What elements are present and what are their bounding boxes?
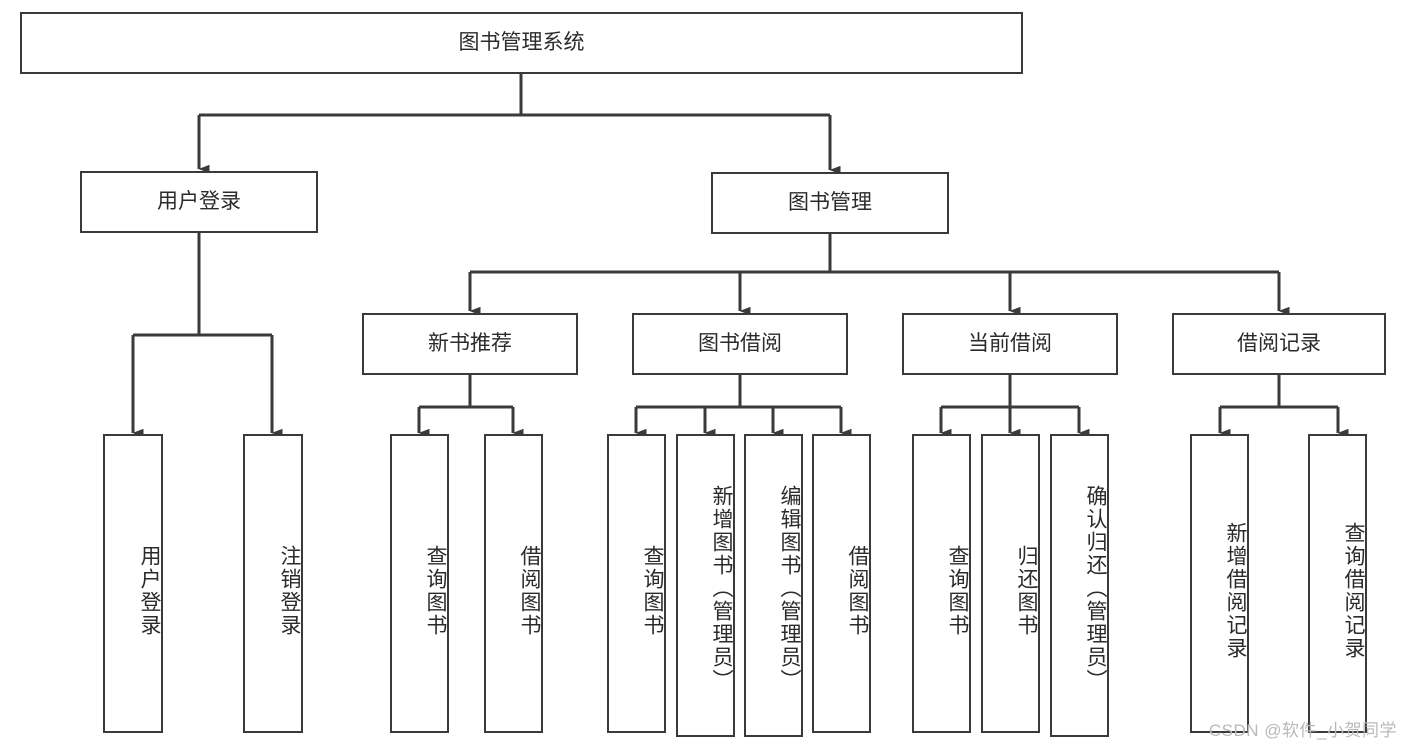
csdn-watermark: CSDN @软件_小贺同学 (1208, 721, 1397, 740)
node-label: 查询借阅记录 (1342, 521, 1365, 660)
node-label: 借阅图书 (846, 544, 869, 637)
leaf-query-books-borrowing[interactable]: 查询图书 (607, 434, 666, 733)
node-label: 编辑图书（管理员） (778, 485, 801, 692)
node-label: 查询图书 (424, 544, 447, 637)
node-current-borrowing[interactable]: 当前借阅 (902, 313, 1118, 375)
leaf-return-books[interactable]: 归还图书 (981, 434, 1040, 733)
node-label: 查询图书 (946, 544, 969, 637)
node-label: 查询图书 (641, 544, 664, 637)
leaf-query-books-current[interactable]: 查询图书 (912, 434, 971, 733)
node-new-book-recommendation[interactable]: 新书推荐 (362, 313, 578, 375)
node-label: 用户登录 (138, 544, 161, 637)
node-label: 借阅记录 (1237, 331, 1321, 355)
node-label: 图书管理 (788, 190, 872, 214)
node-label: 新增借阅记录 (1224, 521, 1247, 660)
node-label: 新书推荐 (428, 331, 512, 355)
node-root-book-management-system[interactable]: 图书管理系统 (20, 12, 1023, 74)
leaf-edit-book-admin[interactable]: 编辑图书（管理员） (744, 434, 803, 737)
node-book-management[interactable]: 图书管理 (711, 172, 949, 234)
leaf-user-login[interactable]: 用户登录 (103, 434, 163, 733)
leaf-borrow-books[interactable]: 借阅图书 (812, 434, 871, 733)
leaf-add-borrowing-record[interactable]: 新增借阅记录 (1190, 434, 1249, 733)
node-label: 当前借阅 (968, 331, 1052, 355)
leaf-query-borrowing-record[interactable]: 查询借阅记录 (1308, 434, 1367, 733)
node-label: 归还图书 (1015, 544, 1038, 637)
node-label: 用户登录 (157, 189, 241, 213)
leaf-logout[interactable]: 注销登录 (243, 434, 303, 733)
leaf-query-books-recommendation[interactable]: 查询图书 (390, 434, 449, 733)
node-user-login[interactable]: 用户登录 (80, 171, 318, 233)
node-label: 确认归还（管理员） (1084, 485, 1107, 692)
node-book-borrowing[interactable]: 图书借阅 (632, 313, 848, 375)
node-label: 图书借阅 (698, 331, 782, 355)
node-label: 借阅图书 (518, 544, 541, 637)
leaf-add-book-admin[interactable]: 新增图书（管理员） (676, 434, 735, 737)
node-label: 图书管理系统 (458, 30, 585, 54)
node-label: 新增图书（管理员） (710, 485, 733, 692)
leaf-confirm-return-admin[interactable]: 确认归还（管理员） (1050, 434, 1109, 737)
node-borrowing-records[interactable]: 借阅记录 (1172, 313, 1386, 375)
node-label: 注销登录 (278, 544, 301, 637)
leaf-borrow-books-recommendation[interactable]: 借阅图书 (484, 434, 543, 733)
